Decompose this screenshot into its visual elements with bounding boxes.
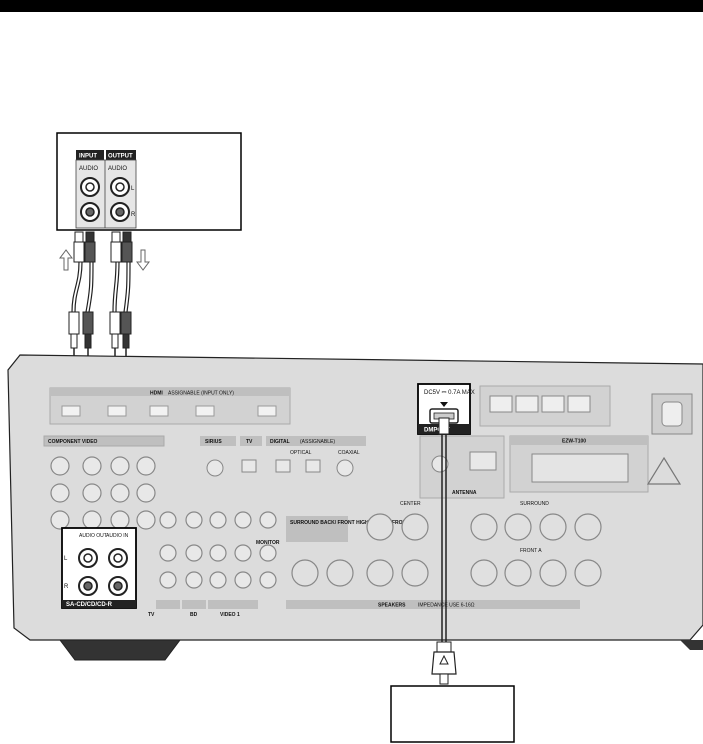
rca-plugs-top <box>73 231 133 263</box>
hdmi-section: HDMI ASSIGNABLE (INPUT ONLY) <box>49 387 291 425</box>
speakers-section: SURROUND BACK/ FRONT HIGH/ BI-AMP/ FRONT… <box>286 501 602 609</box>
digital-sub-label: (ASSIGNABLE) <box>300 439 335 445</box>
right-channel-label: R <box>131 212 136 218</box>
digital-label: DIGITAL <box>270 439 290 445</box>
antenna-section: ANTENNA <box>419 435 505 499</box>
ezw-label: EZW-T100 <box>562 439 586 445</box>
video1-label: VIDEO 1 <box>220 612 240 618</box>
dmport-label: DMPORT <box>424 428 450 434</box>
hdmi-label: HDMI <box>150 391 163 397</box>
warning-icon <box>646 456 682 485</box>
digital-section: SIRIUS TV DIGITAL (ASSIGNABLE) OPTICAL C… <box>200 436 366 477</box>
output-label: OUTPUT <box>108 154 133 160</box>
header-bar <box>0 0 703 12</box>
coaxial-label: COAXIAL <box>338 450 360 456</box>
network-section <box>479 385 693 435</box>
r-label: R <box>64 584 69 590</box>
audio-in-label: AUDIO IN <box>106 533 129 539</box>
dmport-rating-label: DC5V ⎓ 0.7A MAX <box>424 390 475 396</box>
front-a-label: FRONT A <box>520 548 542 554</box>
component-video-section: COMPONENT VIDEO TV BD VIDEO 1 MONITOR <box>43 435 280 618</box>
hdmi-sub-label: ASSIGNABLE (INPUT ONLY) <box>168 391 234 397</box>
audio-label-output: AUDIO <box>108 166 127 172</box>
surround-label: SURROUND <box>520 501 549 507</box>
input-label: INPUT <box>79 154 97 160</box>
bd-label: BD <box>190 612 198 618</box>
dmport-cable <box>431 417 457 685</box>
audio-cables <box>71 261 131 313</box>
monitor-label: MONITOR <box>256 540 280 546</box>
sirius-label: SIRIUS <box>205 439 222 445</box>
surround-back-label: SURROUND BACK/ FRONT HIGH/ BI-AMP/ FRONT… <box>290 520 415 526</box>
cd-recorder-jack-panel: INPUT OUTPUT AUDIO AUDIO L R <box>75 150 137 229</box>
audio-label-input: AUDIO <box>79 166 98 172</box>
component-video-label: COMPONENT VIDEO <box>48 439 98 445</box>
l-label: L <box>64 556 68 562</box>
dock-device-box <box>390 685 515 743</box>
left-channel-label: L <box>131 186 135 192</box>
antenna-label: ANTENNA <box>452 490 477 496</box>
signal-arrow-up-icon <box>59 249 73 271</box>
signal-arrow-down-icon <box>136 249 150 271</box>
center-label: CENTER <box>400 501 421 507</box>
audio-out-label: AUDIO OUT <box>79 533 107 539</box>
sacd-cd-jack-block: AUDIO OUT AUDIO IN L R SA-CD/CD/CD-R <box>61 527 137 609</box>
ezw-section: EZW-T100 <box>509 435 682 493</box>
optical-label: OPTICAL <box>290 450 312 456</box>
sacd-label: SA-CD/CD/CD-R <box>66 602 113 608</box>
tv-label: TV <box>246 439 253 445</box>
plug-arrow-icon <box>439 654 449 665</box>
tv-bottom-label: TV <box>148 612 155 618</box>
speakers-label: SPEAKERS <box>378 603 406 609</box>
